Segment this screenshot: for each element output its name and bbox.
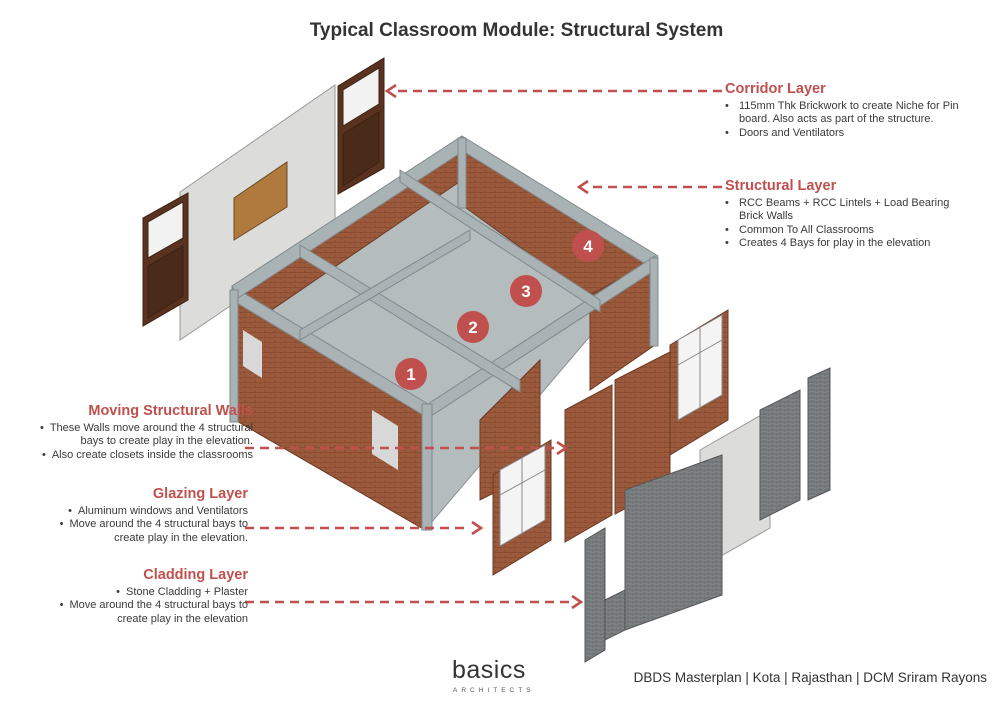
structural-bullet: Creates 4 Bays for play in the elevation [725, 237, 965, 251]
rcc-beam-cross-2 [399, 169, 601, 313]
svg-text:2: 2 [468, 318, 477, 337]
structural-arrowhead [576, 179, 589, 195]
bay-marker-1: 1 [395, 358, 427, 390]
rcc-column-back [457, 137, 467, 209]
svg-text:4: 4 [583, 237, 593, 256]
moving-walls-heading: Moving Structural Walls [88, 403, 253, 419]
stone-cladding-front [624, 454, 723, 631]
corridor-layer [142, 57, 385, 341]
pin-board-niche [233, 161, 288, 241]
bay-marker-2: 2 [457, 311, 489, 343]
glazing-window-upper [669, 309, 729, 456]
structural-layer [229, 135, 659, 531]
page-title: Typical Classroom Module: Structural Sys… [309, 20, 724, 41]
rcc-column-right [649, 257, 659, 347]
corridor-layer-heading: Corridor Layer [725, 81, 826, 97]
glazing-layer-annotation: Glazing Layer •Aluminum windows and Vent… [40, 486, 248, 545]
window-opening-right [372, 410, 398, 470]
moving-walls-annotation: Moving Structural Walls •These Walls mov… [18, 403, 253, 462]
project-footer: DBDS Masterplan | Kota | Rajasthan | DCM… [633, 670, 987, 685]
rcc-lintel [299, 229, 471, 341]
door-right [337, 57, 385, 195]
glazing-layer [492, 309, 729, 576]
moving-structural-walls [564, 351, 671, 543]
glazing-window-lower [492, 439, 552, 576]
stone-pier-right [807, 367, 831, 501]
corridor-bullet: Doors and Ventilators [725, 127, 965, 141]
glazing-bullet: •Aluminum windows and Ventilators [68, 504, 248, 517]
cladding-bullet: •Stone Cladding + Plaster [116, 585, 248, 598]
bay-marker-3: 3 [510, 275, 542, 307]
glazing-bullet: •Move around the 4 structural bays to cr… [59, 518, 248, 544]
stone-return-left [584, 527, 606, 663]
rcc-column-left [229, 289, 239, 423]
rcc-column-front [421, 403, 433, 531]
logo-wordmark: basics [452, 656, 526, 684]
cladding-layer [584, 367, 831, 663]
glazing-arrowhead [471, 520, 484, 536]
structural-bullet: RCC Beams + RCC Lintels + Load Bearing B… [725, 197, 965, 224]
structural-layer-heading: Structural Layer [725, 178, 837, 194]
door-left [142, 192, 189, 327]
stone-cladding-right [759, 389, 801, 521]
window-opening-left [243, 330, 262, 378]
logo-subtitle: ARCHITECTS [453, 687, 535, 694]
structural-layer-annotation: Structural Layer RCC Beams + RCC Lintels… [725, 178, 965, 251]
bay-marker-4: 4 [572, 230, 604, 262]
cladding-layer-annotation: Cladding Layer •Stone Cladding + Plaster… [40, 567, 248, 626]
svg-text:3: 3 [521, 282, 530, 301]
moving-arrowhead [556, 440, 569, 456]
rcc-beam-cross-1 [299, 244, 521, 393]
moving-walls-bullet: •Also create closets inside the classroo… [41, 448, 253, 461]
moving-wall-1 [564, 384, 613, 543]
stone-bottom [604, 589, 626, 641]
svg-text:1: 1 [406, 365, 415, 384]
corridor-arrowhead [384, 83, 397, 99]
cladding-layer-heading: Cladding Layer [143, 567, 248, 583]
glazing-layer-heading: Glazing Layer [152, 486, 248, 502]
cladding-bullet: •Move around the 4 structural bays to cr… [59, 599, 248, 625]
corridor-layer-annotation: Corridor Layer 115mm Thk Brickwork to cr… [725, 81, 965, 141]
moving-walls-bullet: •These Walls move around the 4 structura… [39, 421, 253, 448]
corridor-bullet: 115mm Thk Brickwork to create Niche for … [725, 100, 965, 127]
structural-bullet: Common To All Classrooms [725, 224, 965, 238]
cladding-arrowhead [571, 594, 584, 610]
